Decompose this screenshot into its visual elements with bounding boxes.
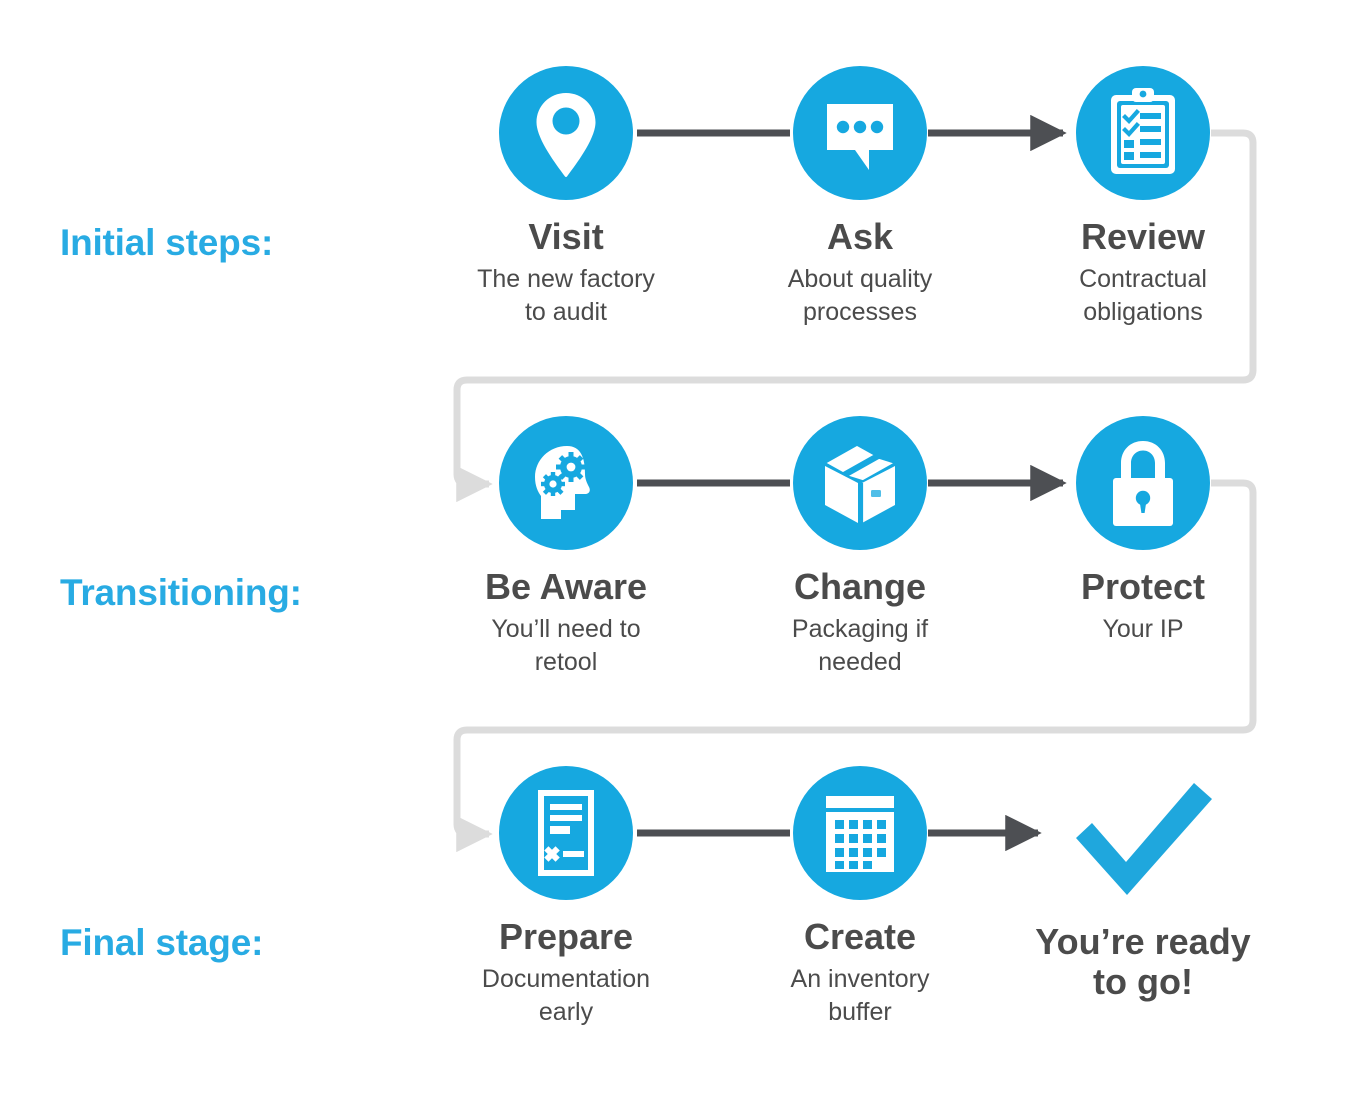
step-node-prepare[interactable]: Prepare Documentation early	[466, 766, 666, 1028]
calendar-icon	[826, 796, 894, 872]
change-icon-circle	[793, 416, 927, 550]
checkmark-icon-wrap	[1068, 780, 1218, 900]
step-subtitle: Your IP	[1102, 615, 1184, 644]
step-subtitle: Packaging if needed	[791, 615, 929, 676]
location-pin-icon	[536, 93, 596, 178]
clipboard-checklist-icon	[1111, 88, 1175, 174]
padlock-icon	[1113, 441, 1173, 526]
visit-icon-circle	[499, 66, 633, 200]
prepare-icon-circle	[499, 766, 633, 900]
step-title: Prepare	[498, 916, 634, 957]
step-subtitle: The new factory to audit	[477, 265, 655, 326]
review-icon-circle	[1076, 66, 1210, 200]
step-node-visit[interactable]: Visit The new factory to audit	[466, 66, 666, 328]
protect-icon-circle	[1076, 416, 1210, 550]
step-title: Protect	[1080, 566, 1206, 607]
step-node-protect[interactable]: Protect Your IP	[1043, 416, 1243, 646]
step-node-change[interactable]: Change Packaging if needed	[760, 416, 960, 678]
step-title: Review	[1080, 216, 1206, 257]
step-node-review[interactable]: Review Contractual obligations	[1043, 66, 1243, 328]
document-signature-icon	[538, 790, 594, 876]
step-subtitle: An inventory buffer	[790, 965, 930, 1026]
step-subtitle: Contractual obligations	[1079, 265, 1207, 326]
step-title: Ask	[826, 216, 894, 257]
ask-icon-circle	[793, 66, 927, 200]
step-title: Change	[793, 566, 926, 607]
stage-label-final-stage: Final stage:	[60, 922, 264, 963]
package-box-icon	[823, 444, 898, 523]
step-node-ask[interactable]: Ask About quality processes	[760, 66, 960, 328]
step-title: Be Aware	[484, 566, 648, 607]
final-outcome-node: You’re ready to go!	[1028, 780, 1258, 1001]
stage-label-transitioning: Transitioning:	[60, 572, 302, 613]
final-outcome-title: You’re ready to go!	[1035, 921, 1251, 1002]
checkmark-icon	[1076, 783, 1212, 895]
step-title: Visit	[528, 216, 604, 257]
step-subtitle: You’ll need to retool	[491, 615, 641, 676]
speech-bubble-icon	[827, 104, 893, 170]
step-title: Create	[803, 916, 917, 957]
step-node-be-aware[interactable]: Be Aware You’ll need to retool	[466, 416, 666, 678]
create-icon-circle	[793, 766, 927, 900]
be-aware-icon-circle	[499, 416, 633, 550]
step-node-create[interactable]: Create An inventory buffer	[760, 766, 960, 1028]
step-subtitle: Documentation early	[481, 965, 651, 1026]
step-subtitle: About quality processes	[787, 265, 933, 326]
head-gears-icon	[535, 446, 590, 519]
stage-label-initial-steps: Initial steps:	[60, 222, 274, 263]
